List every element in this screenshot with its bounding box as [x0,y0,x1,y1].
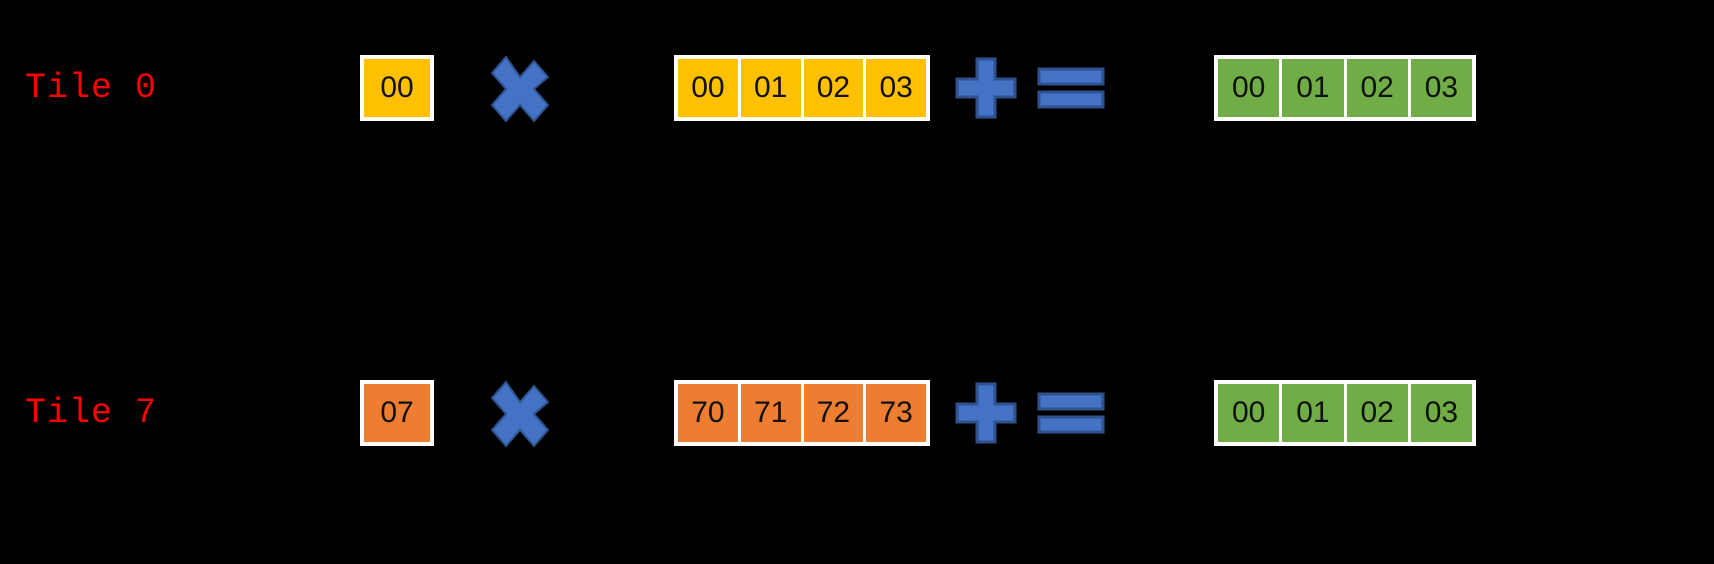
vector-cell: 73 [866,384,926,442]
vector-cell: 03 [866,59,926,117]
vector-cell: 02 [1346,384,1408,442]
plus-icon [953,55,1019,121]
scalar-value: 07 [380,396,414,429]
operand-vector: 00 01 02 03 [674,55,930,121]
vector-cell: 01 [740,59,801,117]
vector-cell: 71 [740,384,801,442]
vector-cell: 00 [1218,384,1280,442]
scalar-box: 00 [360,55,434,121]
scalar-value: 00 [380,71,414,104]
vector-cell: 01 [1282,59,1344,117]
row-label-tile-7: Tile 7 [25,393,158,433]
result-vector: 00 01 02 03 [1214,380,1476,446]
vector-cell: 01 [1282,384,1344,442]
tile-row: Tile 0 00 00 01 02 03 00 [0,33,1714,143]
equals-icon [1036,388,1106,438]
scalar-box: 07 [360,380,434,446]
result-vector: 00 01 02 03 [1214,55,1476,121]
vector-cell: 02 [803,59,864,117]
plus-icon [953,380,1019,446]
vector-cell: 70 [678,384,738,442]
multiply-icon [484,378,556,450]
operand-vector: 70 71 72 73 [674,380,930,446]
row-label-tile-0: Tile 0 [25,68,158,108]
vector-cell: 03 [1410,384,1472,442]
vector-cell: 00 [678,59,738,117]
vector-cell: 72 [803,384,864,442]
equals-icon [1036,63,1106,113]
tile-row: Tile 7 07 70 71 72 73 00 [0,358,1714,468]
vector-cell: 00 [1218,59,1280,117]
multiply-icon [484,53,556,125]
vector-cell: 03 [1410,59,1472,117]
vector-cell: 02 [1346,59,1408,117]
